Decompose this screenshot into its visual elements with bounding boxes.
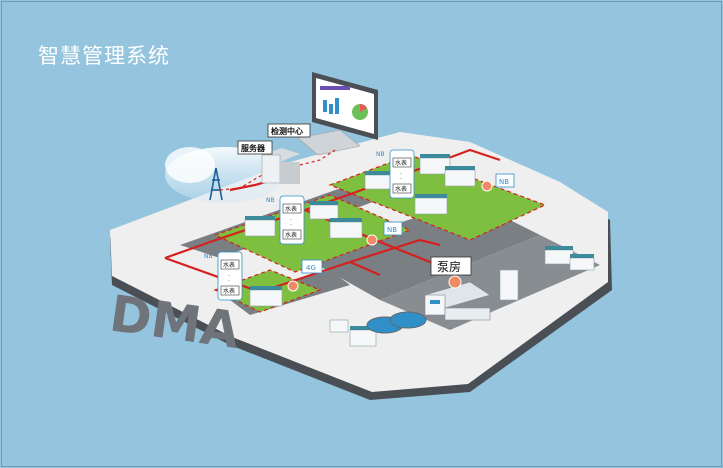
svg-text:水表: 水表 bbox=[395, 185, 407, 193]
location-pin-icon bbox=[481, 180, 493, 192]
signal-tags: NB NB 4G bbox=[301, 173, 515, 274]
water-tanks bbox=[366, 311, 427, 334]
svg-text:NB: NB bbox=[204, 253, 213, 260]
svg-text:·: · bbox=[290, 217, 292, 224]
meter-cluster-2: NB 水表 · · 水表 bbox=[266, 195, 305, 245]
location-pin-icon bbox=[287, 280, 299, 292]
pump-house-label: 泵房 bbox=[430, 256, 472, 276]
svg-text:NB: NB bbox=[266, 197, 275, 204]
svg-text:NB: NB bbox=[499, 178, 509, 186]
cloud-area bbox=[165, 147, 285, 203]
meter-cluster-1: NB 水表 · · 水表 bbox=[376, 149, 415, 199]
data-link-lines bbox=[219, 149, 336, 191]
server-icon bbox=[261, 148, 300, 184]
location-pins bbox=[287, 180, 493, 292]
monitoring-center-label: 检测中心 bbox=[267, 123, 311, 138]
nb-signal-tag: NB bbox=[383, 221, 403, 236]
svg-text:服务器: 服务器 bbox=[241, 143, 266, 153]
svg-text:检测中心: 检测中心 bbox=[271, 126, 303, 136]
location-pin-icon bbox=[448, 275, 462, 289]
svg-text:水表: 水表 bbox=[223, 287, 235, 295]
4g-signal-tag: 4G bbox=[301, 259, 323, 274]
svg-text:水表: 水表 bbox=[285, 205, 297, 213]
svg-text:·: · bbox=[228, 273, 230, 280]
buildings bbox=[244, 154, 595, 347]
svg-text:·: · bbox=[400, 176, 402, 183]
svg-text:NB: NB bbox=[387, 226, 397, 234]
monitor-icon bbox=[297, 72, 378, 156]
antenna-tower-icon bbox=[209, 167, 223, 201]
pump-house-building bbox=[424, 281, 491, 321]
svg-text:NB: NB bbox=[376, 151, 385, 158]
svg-text:水表: 水表 bbox=[395, 159, 407, 167]
svg-text:·: · bbox=[400, 171, 402, 178]
svg-text:水表: 水表 bbox=[223, 261, 235, 269]
svg-text:水表: 水表 bbox=[285, 231, 297, 239]
svg-text:4G: 4G bbox=[306, 264, 316, 272]
svg-text:·: · bbox=[228, 278, 230, 285]
meter-cluster-3: NB 水表 · · 水表 bbox=[204, 251, 243, 301]
svg-text:泵房: 泵房 bbox=[437, 259, 461, 274]
server-label: 服务器 bbox=[237, 140, 273, 155]
svg-text:·: · bbox=[290, 222, 292, 229]
page-title: 智慧管理系统 bbox=[38, 44, 170, 68]
nb-signal-tag: NB bbox=[495, 173, 515, 188]
location-pin-icon bbox=[366, 234, 378, 246]
